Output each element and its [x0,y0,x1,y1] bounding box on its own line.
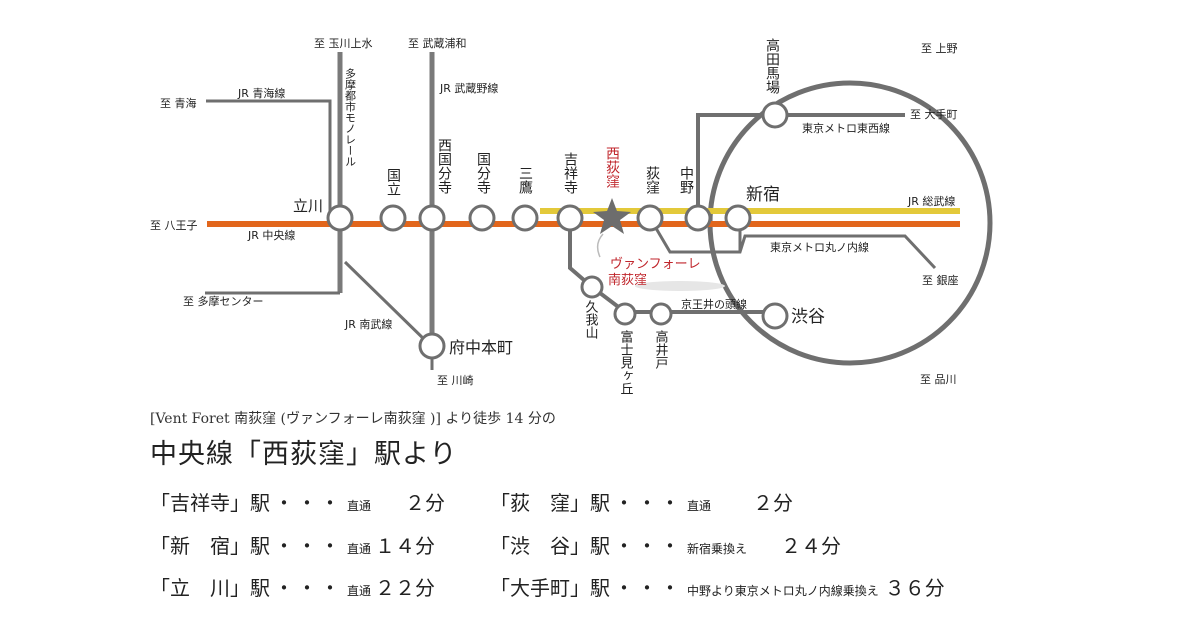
station-fuchuhonmachi[interactable] [418,332,446,360]
label-shibuya: 渋谷 [791,307,825,327]
label-nishiogikubo: 西荻窪 [604,146,620,189]
route-name: 「荻 窪」駅 [490,491,610,515]
label-kunitachi: 国立 [385,168,401,196]
label-nambu-line: JR 南武線 [344,317,392,331]
station-shibuya[interactable] [761,302,789,330]
label-fuchuhonmachi: 府中本町 [449,338,513,357]
label-kokubunji: 国分寺 [475,152,491,194]
route-dots: ・・・ [614,576,683,600]
station-mitaka[interactable] [511,204,539,232]
route-name: 「立 川」駅 [150,576,270,600]
nambu-line [343,260,432,347]
dest-hachioji: 至 八王子 [150,219,198,232]
station-takaido[interactable] [649,302,673,326]
route-time: ２２分 [375,576,436,600]
route-name: 「渋 谷」駅 [490,534,610,558]
route-row-ogikubo: 「荻 窪」駅・・・直通 ２分 [490,487,793,516]
access-info: [Vent Foret 南荻窪 (ヴァンフォーレ南荻窪 )] より徒歩 14 分… [150,408,1170,471]
label-kichijoji: 吉祥寺 [562,152,578,194]
label-monorail: 多摩都市モノレール [344,67,357,167]
label-nakano: 中野 [678,166,694,194]
station-nishikokubunji[interactable] [418,204,446,232]
label-chuo-line: JR 中央線 [247,228,295,242]
property-label: ヴァンフォーレ 南荻窪 [608,256,705,288]
headline: 中央線「西荻窪」駅より [150,439,458,470]
route-dots: ・・・ [274,491,343,515]
dest-musashiurawa: 至 武蔵浦和 [408,37,467,50]
label-mitaka: 三鷹 [517,166,533,195]
route-row-kichijoji: 「吉祥寺」駅・・・直通 ２分 [150,487,445,516]
route-via: 中野より東京メトロ丸ノ内線乗換え [687,584,879,598]
station-kunitachi[interactable] [379,204,407,232]
route-dots: ・・・ [274,534,343,558]
route-via: 新宿乗換え [687,542,748,556]
route-row-shibuya: 「渋 谷」駅・・・新宿乗換え ２４分 [490,530,841,559]
route-name: 「大手町」駅 [490,576,610,600]
route-dots: ・・・ [614,534,683,558]
dest-kawasaki: 至 川崎 [437,373,474,387]
label-marunouchi-line: 東京メトロ丸ノ内線 [770,240,869,254]
station-tachikawa[interactable] [326,204,354,232]
property-label-line2: 南荻窪 [608,272,647,288]
label-tozai-line: 東京メトロ東西線 [802,121,890,135]
route-via: 直通 [347,499,372,513]
route-via: 直通 [687,499,712,513]
route-time: ２４分 [781,534,842,558]
label-ome-line: JR 青海線 [237,86,285,100]
subtitle: [Vent Foret 南荻窪 (ヴァンフォーレ南荻窪 )] より徒歩 14 分… [150,411,556,427]
label-shinjuku: 新宿 [746,185,780,205]
label-fujimigaoka: 富士見ヶ丘 [618,329,634,395]
route-name: 「新 宿」駅 [150,534,270,558]
marunouchi-line [648,217,937,270]
label-tachikawa: 立川 [293,197,323,215]
route-time: １４分 [375,534,436,558]
label-sobu-line: JR 総武線 [907,194,955,208]
property-label-line1: ヴァンフォーレ [610,256,701,272]
label-musashino-line: JR 武蔵野線 [439,81,498,95]
dest-otemachi: 至 大手町 [910,107,958,121]
route-dots: ・・・ [614,491,683,515]
dest-tamacenter: 至 多摩センター [183,294,264,308]
route-dots: ・・・ [274,576,343,600]
route-time: ２分 [385,491,446,515]
label-nishikokubunji: 西国分寺 [436,138,452,194]
dest-ueno: 至 上野 [921,42,958,55]
route-row-otemachi: 「大手町」駅・・・中野より東京メトロ丸ノ内線乗換え ３６分 [490,572,945,601]
station-nakano[interactable] [684,204,712,232]
tozai-line [696,113,905,218]
route-time: ３６分 [884,576,945,600]
route-name: 「吉祥寺」駅 [150,491,270,515]
dest-ginza: 至 銀座 [922,273,959,287]
label-takadanobaba: 高田馬場 [764,37,780,94]
label-takaido: 高井戸 [653,329,669,369]
station-kugayama[interactable] [580,275,604,299]
label-ogikubo: 荻窪 [644,166,660,195]
station-takadanobaba[interactable] [761,101,789,129]
route-map: 立川 国立 西国分寺 国分寺 三鷹 吉祥寺 西荻窪 荻窪 中野 新宿 高田馬場 … [150,37,993,395]
route-time: ２分 [733,491,794,515]
nishiogikubo-star-icon[interactable] [593,198,631,234]
route-via: 直通 [347,542,372,556]
label-kugayama: 久我山 [583,300,599,339]
dest-shinagawa: 至 品川 [920,373,957,386]
dest-tamagawajosui: 至 玉川上水 [314,37,373,50]
station-kokubunji[interactable] [468,204,496,232]
property-shadow [635,281,725,291]
route-via: 直通 [347,584,372,598]
station-fujimigaoka[interactable] [613,302,637,326]
ome-line [206,99,332,218]
property-pointer [596,233,604,258]
label-inokashira-line: 京王井の頭線 [681,297,747,311]
station-ogikubo[interactable] [636,204,664,232]
station-shinjuku[interactable] [724,204,752,232]
dest-ome: 至 青海 [160,96,197,110]
station-kichijoji[interactable] [556,204,584,232]
